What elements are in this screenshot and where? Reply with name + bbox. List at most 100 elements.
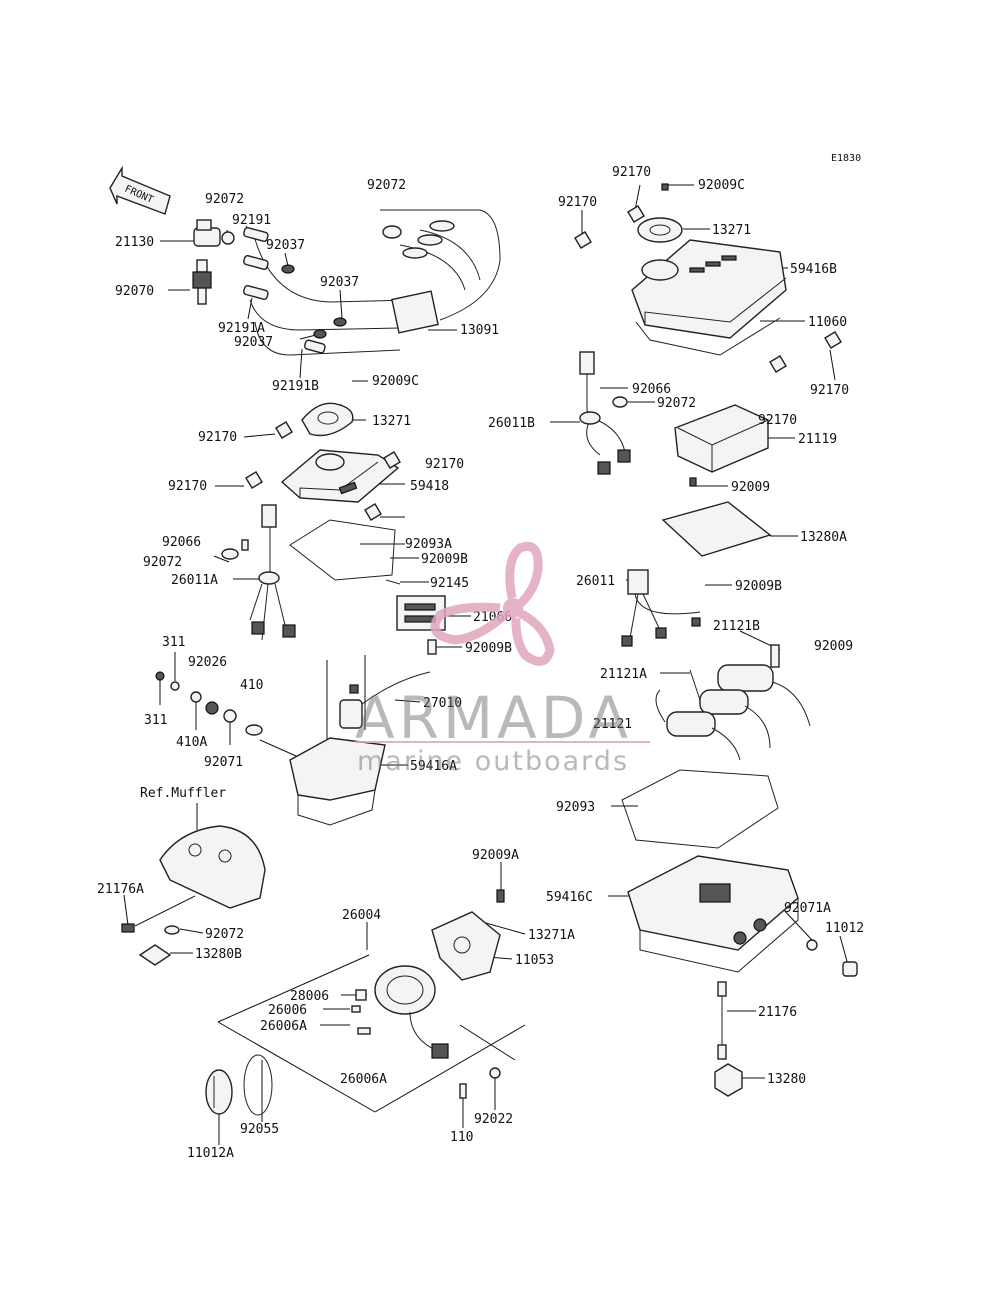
part-label: 92009B — [735, 579, 782, 594]
part-label: 311 — [144, 713, 167, 728]
part-label: 92072 — [143, 555, 182, 570]
part-label: 92191B — [272, 379, 319, 394]
part-label: 28006 — [290, 989, 329, 1004]
part-label: 13271 — [712, 223, 751, 238]
part-label: 21130 — [115, 235, 154, 250]
part-label: 92170 — [558, 195, 597, 210]
part-label: 21119 — [798, 432, 837, 447]
part-label: 92070 — [115, 284, 154, 299]
electric-box-cover-icon — [280, 449, 400, 503]
part-label: 311 — [162, 635, 185, 650]
part-label: 59418 — [410, 479, 449, 494]
part-label: 11060 — [808, 315, 847, 330]
gasket-plate-icon — [301, 402, 354, 437]
part-label: 21121A — [600, 667, 647, 682]
part-label: 92066 — [162, 535, 201, 550]
part-label: 21121B — [713, 619, 760, 634]
part-label: 21176 — [758, 1005, 797, 1020]
part-label: 26011B — [488, 416, 535, 431]
cap-11012-icon — [842, 961, 858, 977]
part-label: 59416C — [546, 890, 593, 905]
insulator-sheet-icon — [661, 501, 772, 557]
part-label: 92170 — [810, 383, 849, 398]
part-label: 92037 — [234, 335, 273, 350]
part-label: 92055 — [240, 1122, 279, 1137]
part-label: 92009 — [731, 480, 770, 495]
relay-icon — [339, 671, 431, 729]
part-label: 21121 — [593, 717, 632, 732]
part-label: 13271 — [372, 414, 411, 429]
wire-harness-icon — [221, 504, 296, 641]
muffler-ref-icon — [121, 825, 266, 966]
cdi-unit-icon — [674, 404, 769, 487]
harness-c-icon — [621, 569, 701, 647]
harness-b-icon — [579, 351, 631, 475]
block-13280-icon — [714, 1063, 743, 1097]
part-label: 59416A — [410, 759, 457, 774]
part-label: 92170 — [758, 413, 797, 428]
part-label: 11053 — [515, 953, 554, 968]
part-label: 26006 — [268, 1003, 307, 1018]
nut-icon — [155, 671, 237, 723]
part-label: 92009A — [472, 848, 519, 863]
ref-muffler-label: Ref.Muffler — [140, 786, 226, 801]
sensor-lead-icon — [717, 981, 727, 1060]
part-label: 92009 — [814, 639, 853, 654]
part-label: 26011 — [576, 574, 615, 589]
watermark-brand: ARMADA — [355, 684, 632, 752]
part-label: 92066 — [632, 382, 671, 397]
part-label: 13280B — [195, 947, 242, 962]
part-label: 92072 — [205, 927, 244, 942]
part-label: 92191 — [232, 213, 271, 228]
meter-icon — [351, 965, 501, 1099]
thermostat-valve-icon — [193, 219, 235, 247]
front-arrow-icon: FRONT — [109, 165, 171, 215]
part-label: 92093A — [405, 537, 452, 552]
part-label: 21176A — [97, 882, 144, 897]
cap-gasket-icon — [637, 183, 683, 243]
part-label: 26006A — [340, 1072, 387, 1087]
part-label: 92170 — [612, 165, 651, 180]
part-label: 92072 — [367, 178, 406, 193]
part-label: 92037 — [320, 275, 359, 290]
part-label: 410 — [240, 678, 263, 693]
part-label: 92145 — [430, 576, 469, 591]
part-label: 13280A — [800, 530, 847, 545]
part-label: 13280 — [767, 1072, 806, 1087]
part-label: 92026 — [188, 655, 227, 670]
part-label: 92009C — [698, 178, 745, 193]
ignition-coil-icon — [655, 644, 811, 761]
part-label: 13271A — [528, 928, 575, 943]
cover-seal-icon — [635, 317, 781, 356]
part-label: 13091 — [460, 323, 499, 338]
part-label: 11012A — [187, 1146, 234, 1161]
cooling-hose-assembly-icon — [243, 209, 501, 356]
part-label: 92093 — [556, 800, 595, 815]
electric-box-lower-icon — [245, 724, 386, 826]
part-label: 27010 — [423, 696, 462, 711]
part-label: 110 — [450, 1130, 473, 1145]
part-label: 92072 — [657, 396, 696, 411]
part-label: 92071A — [784, 901, 831, 916]
part-label: 26004 — [342, 908, 381, 923]
spark-plug-icon — [192, 259, 212, 305]
propeller-logo-icon — [430, 541, 555, 666]
part-label: 92037 — [266, 238, 305, 253]
part-label: 26006A — [260, 1019, 307, 1034]
meter-cover-icon — [205, 1054, 273, 1116]
part-label: 92072 — [205, 192, 244, 207]
part-label: 92009C — [372, 374, 419, 389]
armada-logo: ARMADA marine outboards — [355, 541, 650, 777]
watermark-tagline: marine outboards — [357, 746, 629, 777]
part-label: 26011A — [171, 573, 218, 588]
part-number-labels: E1830 92072 21130 92191 92037 92070 9219… — [97, 153, 864, 1161]
part-label: 92009B — [421, 552, 468, 567]
part-label: 92170 — [425, 457, 464, 472]
part-label: E1830 — [831, 153, 861, 164]
box-seal-icon — [289, 519, 396, 581]
part-label: 92009B — [465, 641, 512, 656]
part-label: 410A — [176, 735, 207, 750]
clip-icon — [245, 205, 842, 521]
part-label: 11012 — [825, 921, 864, 936]
